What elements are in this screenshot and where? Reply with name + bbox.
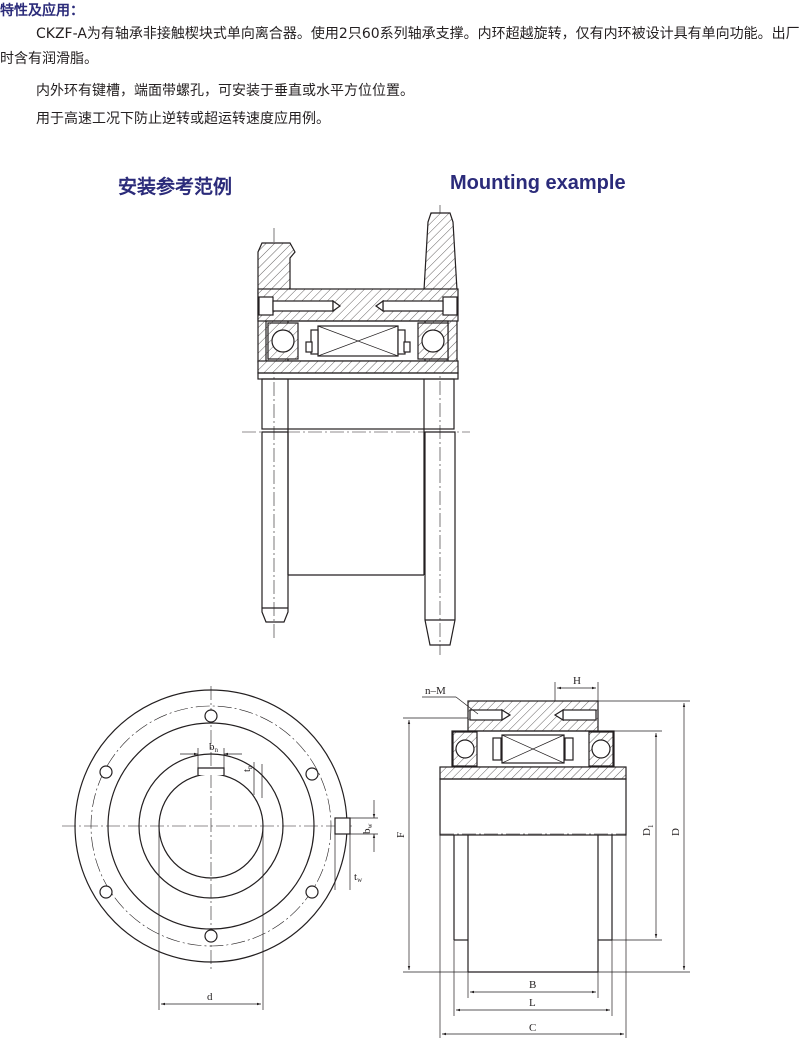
front-view-drawing bbox=[62, 686, 378, 1010]
label-d-outer: D bbox=[670, 828, 682, 836]
label-b: B bbox=[529, 979, 536, 991]
heading-mounting-cn: 安装参考范例 bbox=[118, 176, 233, 198]
label-d-bore: d bbox=[207, 991, 213, 1003]
label-bn: bn bbox=[209, 741, 219, 754]
label-tw: tw bbox=[354, 871, 363, 884]
section-view-drawing bbox=[403, 682, 690, 1038]
section-title: 特性及应用： bbox=[0, 3, 84, 19]
label-c: C bbox=[529, 1022, 536, 1034]
label-n-m: n–M bbox=[425, 685, 446, 697]
label-l: L bbox=[529, 997, 536, 1009]
heading-mounting-en: Mounting example bbox=[450, 172, 626, 194]
mounting-example-drawing bbox=[242, 205, 470, 655]
label-bw: bw bbox=[361, 823, 374, 835]
paragraph-description: CKZF-A为有轴承非接触楔块式单向离合器。使用2只60系列轴承支撑。内环超越旋… bbox=[0, 26, 800, 67]
paragraph-application: 用于高速工况下防止逆转或超运转速度应用例。 bbox=[36, 111, 330, 127]
label-f: F bbox=[395, 832, 407, 838]
paragraph-mounting: 内外环有键槽，端面带螺孔，可安装于垂直或水平方位位置。 bbox=[36, 83, 414, 99]
label-tn: tn bbox=[241, 765, 254, 772]
label-d1: D1 bbox=[641, 824, 655, 836]
label-h: H bbox=[573, 675, 581, 687]
